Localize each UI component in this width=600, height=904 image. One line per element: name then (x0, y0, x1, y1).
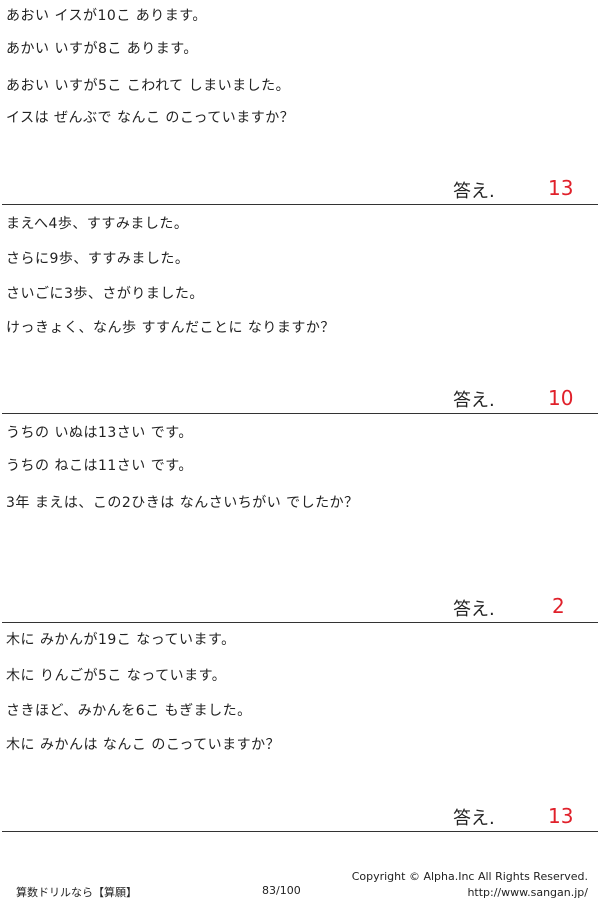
problem-4-divider (2, 831, 598, 832)
problem-1-line-3: あおい いすが5こ こわれて しまいました。 (6, 78, 291, 94)
problem-4-line-4: 木に みかんは なんこ のこっていますか？ (6, 737, 281, 753)
problem-1-divider (2, 204, 598, 205)
page-number: 83/100 (262, 884, 301, 897)
problem-2-line-1: まえへ4歩、すすみました。 (6, 216, 189, 232)
problem-3-divider (2, 622, 598, 623)
problem-3-answer-label: 答え. (453, 599, 495, 620)
problem-1-line-4: イスは ぜんぶで なんこ のこっていますか？ (6, 110, 295, 126)
problem-2-answer: 10 (548, 386, 574, 410)
problem-2-line-2: さらに9歩、すすみました。 (6, 251, 190, 267)
problem-1-line-2: あかい いすが8こ あります。 (6, 41, 198, 57)
problem-3-line-3: 3年 まえは、この2ひきは なんさいちがい でしたか？ (6, 495, 359, 511)
footer-url-link[interactable]: http://www.sangan.jp/ (467, 886, 588, 899)
problem-3-line-1: うちの いぬは13さい です。 (6, 425, 193, 441)
problem-2-line-4: けっきょく、なん歩 すすんだことに なりますか？ (6, 320, 335, 336)
problem-3-answer: 2 (552, 594, 565, 618)
footer-copyright: Copyright © Alpha.Inc All Rights Reserve… (351, 870, 588, 883)
problem-4-line-3: さきほど、みかんを6こ もぎました。 (6, 703, 252, 719)
problem-4-answer-label: 答え. (453, 808, 495, 829)
problem-1-answer: 13 (548, 176, 574, 200)
problem-1-answer-label: 答え. (453, 181, 495, 202)
problem-4-line-1: 木に みかんが19こ なっています。 (6, 632, 236, 648)
problem-2-answer-label: 答え. (453, 390, 495, 411)
problem-1-line-1: あおい イスが10こ あります。 (6, 8, 207, 24)
problem-4-line-2: 木に りんごが5こ なっています。 (6, 668, 227, 684)
problem-3-line-2: うちの ねこは11さい です。 (6, 458, 193, 474)
problem-2-line-3: さいごに3歩、さがりました。 (6, 286, 204, 302)
problem-2-divider (2, 413, 598, 414)
footer-brand: 算数ドリルなら【算願】 (16, 886, 137, 899)
problem-4-answer: 13 (548, 804, 574, 828)
